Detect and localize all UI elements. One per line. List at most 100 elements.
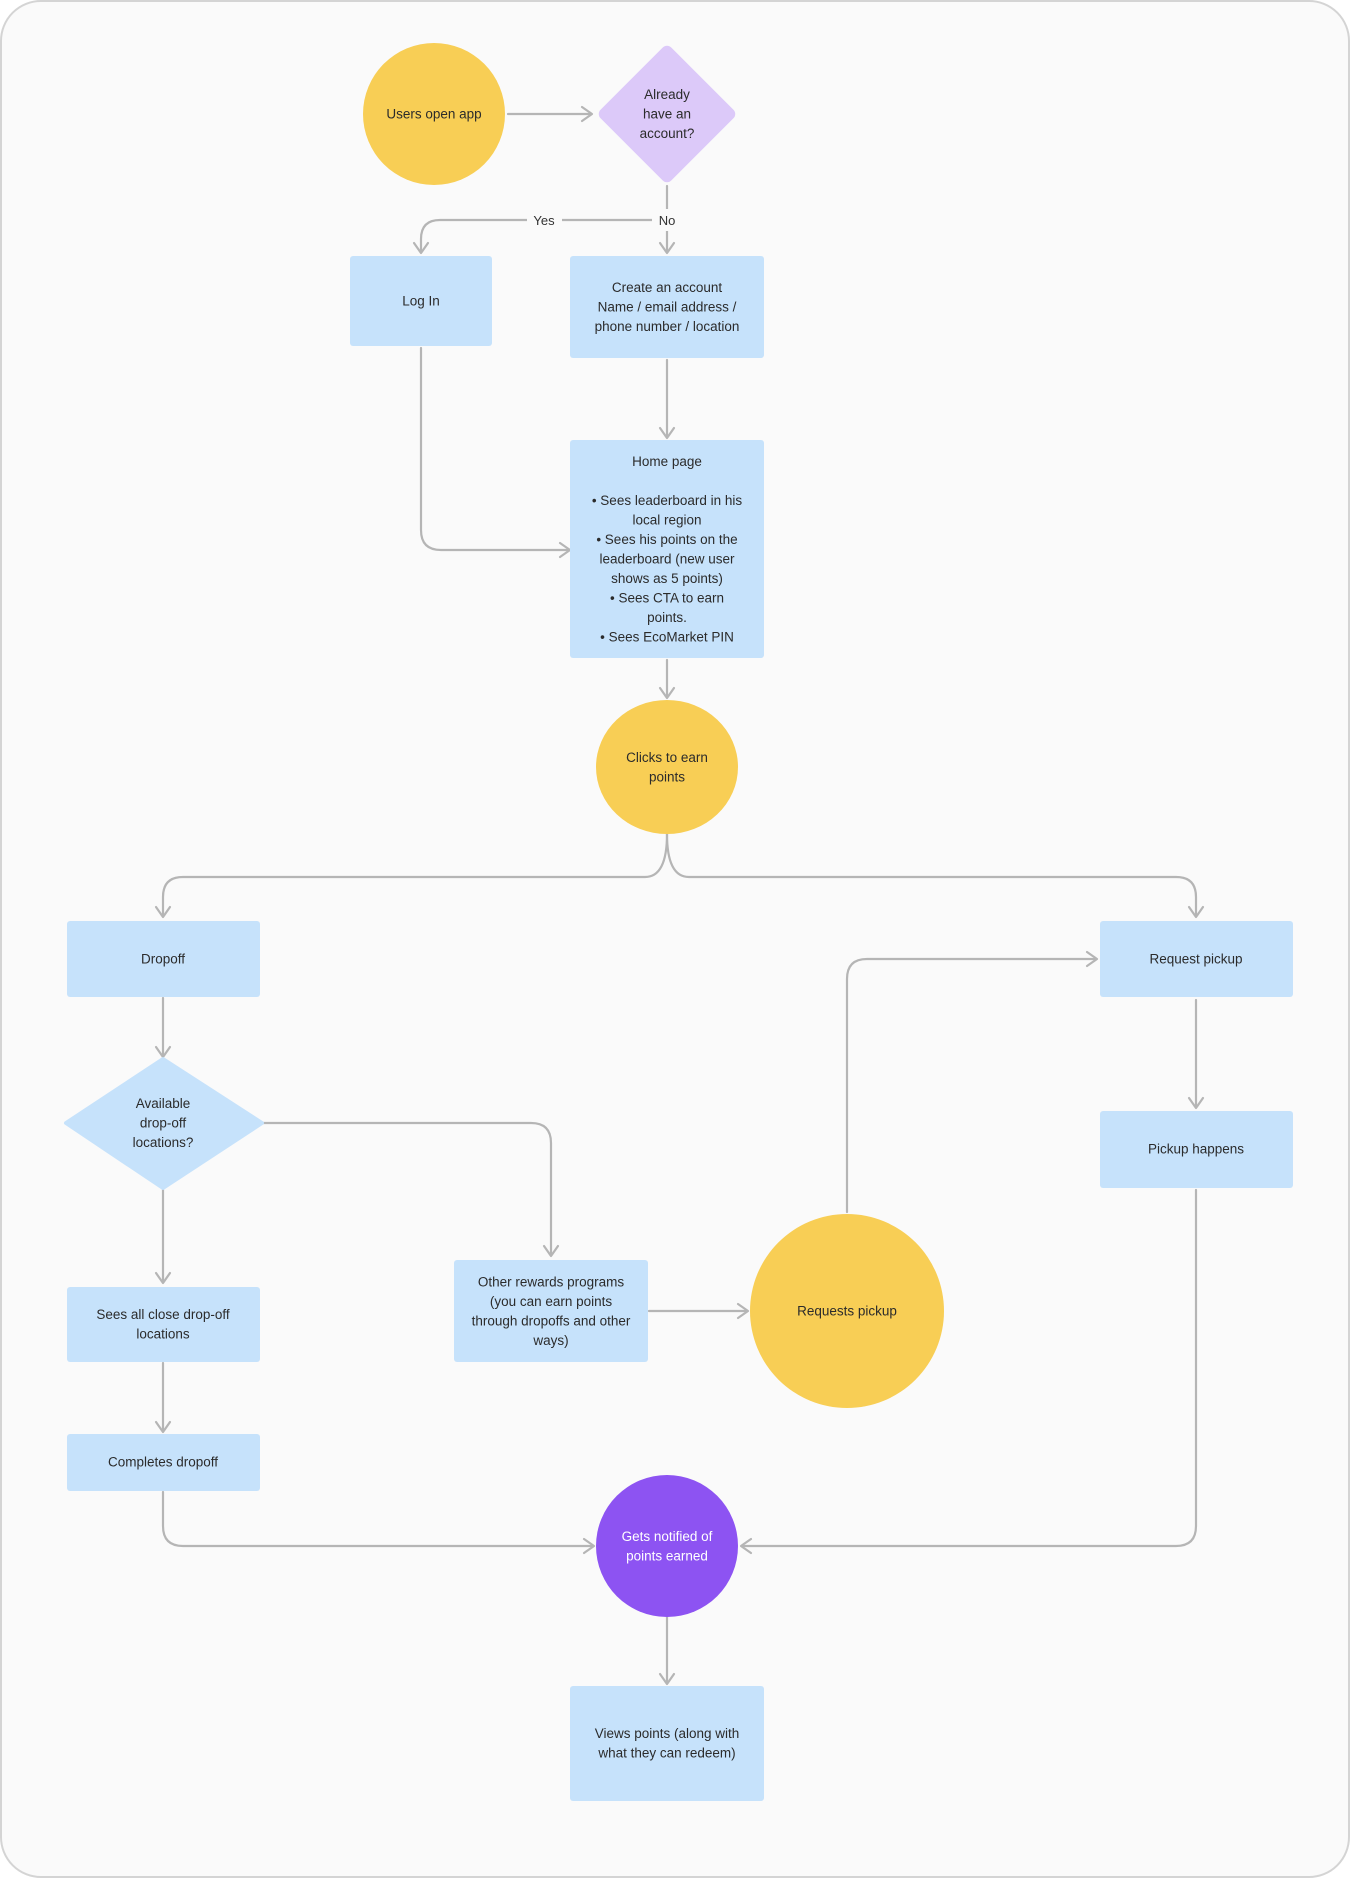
node-label-line: Available	[136, 1096, 191, 1111]
node-label-line: locations?	[133, 1135, 194, 1150]
node-available-dropoff-decision[interactable]: Available drop-off locations?	[64, 1057, 264, 1190]
arrowhead	[658, 686, 676, 700]
arrowhead	[412, 241, 430, 255]
node-label: Completes dropoff	[108, 1455, 218, 1470]
node-label-line: points.	[647, 610, 687, 625]
arrowhead	[154, 1271, 172, 1285]
node-label: Views points (along with what they can re…	[595, 1726, 740, 1761]
arrowhead	[1187, 905, 1205, 919]
edge-clicks-to-request-pickup	[665, 832, 1198, 917]
node-label: Log In	[402, 294, 440, 309]
node-views-points[interactable]: Views points (along with what they can re…	[570, 1686, 764, 1801]
arrowhead	[658, 241, 676, 255]
arrowhead	[658, 1672, 676, 1686]
node-label: Already have an account?	[640, 87, 695, 141]
node-label-line: what they can redeem)	[597, 1745, 735, 1760]
arrowhead	[580, 105, 594, 123]
node-label-line: Dropoff	[141, 952, 185, 967]
node-label-line: • Sees his points on the	[596, 532, 737, 547]
node-label-line: Completes dropoff	[108, 1455, 218, 1470]
node-label-line: Gets notified of	[622, 1529, 713, 1544]
node-label-line: points	[649, 769, 685, 784]
arrowhead	[154, 905, 172, 919]
node-label: Gets notified of points earned	[622, 1529, 713, 1564]
node-label-line: Users open app	[386, 107, 481, 122]
node-label-line: account?	[640, 126, 695, 141]
node-label-line: drop-off	[140, 1116, 187, 1131]
node-label-line: Pickup happens	[1148, 1142, 1244, 1157]
edge-label-no: No	[659, 213, 676, 228]
node-label-line: Home page	[632, 454, 702, 469]
node-users-open-app[interactable]: Users open app	[363, 43, 505, 185]
edge-completes-to-notified	[161, 1490, 594, 1548]
arrowhead	[658, 426, 676, 440]
node-label-line: Requests pickup	[797, 1304, 897, 1319]
edge-requests-pickup-to-request-pickup	[845, 957, 1097, 1214]
node-label: Sees all close drop-off locations	[96, 1307, 230, 1342]
node-label-line: Views points (along with	[595, 1726, 740, 1741]
arrowhead	[1187, 1096, 1205, 1110]
node-label-line: • Sees EcoMarket PIN	[600, 629, 734, 644]
node-label-line: have an	[643, 107, 691, 122]
node-label-line: through dropoffs and other	[472, 1313, 631, 1328]
node-dropoff[interactable]: Dropoff	[67, 921, 260, 997]
edge-labels: Yes No	[527, 209, 682, 231]
arrowhead	[154, 1420, 172, 1434]
node-label-line: Clicks to earn	[626, 750, 708, 765]
node-label-line: local region	[632, 512, 701, 527]
arrowhead	[736, 1302, 750, 1320]
arrowhead	[542, 1244, 560, 1258]
arrowhead	[739, 1537, 753, 1555]
node-label: Pickup happens	[1148, 1142, 1244, 1157]
node-label-line: Sees all close drop-off	[96, 1307, 230, 1322]
node-label: Available drop-off locations?	[133, 1096, 194, 1150]
arrowhead	[582, 1537, 596, 1555]
node-label-line: Request pickup	[1149, 952, 1242, 967]
nodes: Users open app Already have an account? Lo…	[64, 43, 1293, 1801]
node-label: Requests pickup	[797, 1304, 897, 1319]
node-label-line: locations	[136, 1326, 190, 1341]
node-label-line: ways)	[532, 1333, 568, 1348]
node-label-line: • Sees leaderboard in his	[592, 493, 743, 508]
node-already-have-account-decision[interactable]: Already have an account?	[596, 43, 737, 184]
node-label: Dropoff	[141, 952, 185, 967]
arrowhead	[1085, 950, 1099, 968]
node-label: Home page • Sees leaderboard in his local …	[592, 454, 743, 645]
connectors	[154, 105, 1205, 1686]
edge-label-yes: Yes	[533, 213, 555, 228]
node-label-line: (you can earn points	[490, 1294, 613, 1309]
node-label-line: phone number / location	[595, 319, 740, 334]
node-label-line: shows as 5 points)	[611, 571, 723, 586]
node-other-rewards-programs[interactable]: Other rewards programs (you can earn poin…	[454, 1260, 648, 1362]
node-completes-dropoff[interactable]: Completes dropoff	[67, 1434, 260, 1491]
node-label-line: Name / email address /	[598, 300, 737, 315]
node-label-line: Other rewards programs	[478, 1274, 625, 1289]
node-sees-all-close-dropoff[interactable]: Sees all close drop-off locations	[67, 1287, 260, 1362]
node-label-line: Log In	[402, 294, 440, 309]
node-home-page[interactable]: Home page • Sees leaderboard in his local …	[570, 440, 764, 658]
node-gets-notified[interactable]: Gets notified of points earned	[596, 1475, 738, 1617]
edge-pickup-happens-to-notified	[741, 1188, 1198, 1548]
node-label: Clicks to earn points	[626, 750, 708, 785]
edge-clicks-to-dropoff	[161, 832, 669, 917]
node-request-pickup[interactable]: Request pickup	[1100, 921, 1293, 997]
node-label-line: Already	[644, 87, 690, 102]
edge-available-to-other-rewards	[260, 1121, 553, 1256]
node-label: Users open app	[386, 107, 481, 122]
edge-yes-to-login	[419, 218, 669, 253]
node-label: Request pickup	[1149, 952, 1242, 967]
node-requests-pickup[interactable]: Requests pickup	[750, 1214, 944, 1408]
node-log-in[interactable]: Log In	[350, 256, 492, 346]
node-label-line: • Sees CTA to earn	[610, 590, 724, 605]
node-pickup-happens[interactable]: Pickup happens	[1100, 1111, 1293, 1188]
edge-login-to-home	[419, 346, 570, 552]
node-label: Other rewards programs (you can earn poin…	[472, 1274, 631, 1348]
node-label-line: points earned	[626, 1548, 708, 1563]
node-clicks-to-earn-points[interactable]: Clicks to earn points	[596, 700, 738, 834]
node-label-line: Create an account	[612, 280, 723, 295]
node-label-line: leaderboard (new user	[599, 551, 735, 566]
